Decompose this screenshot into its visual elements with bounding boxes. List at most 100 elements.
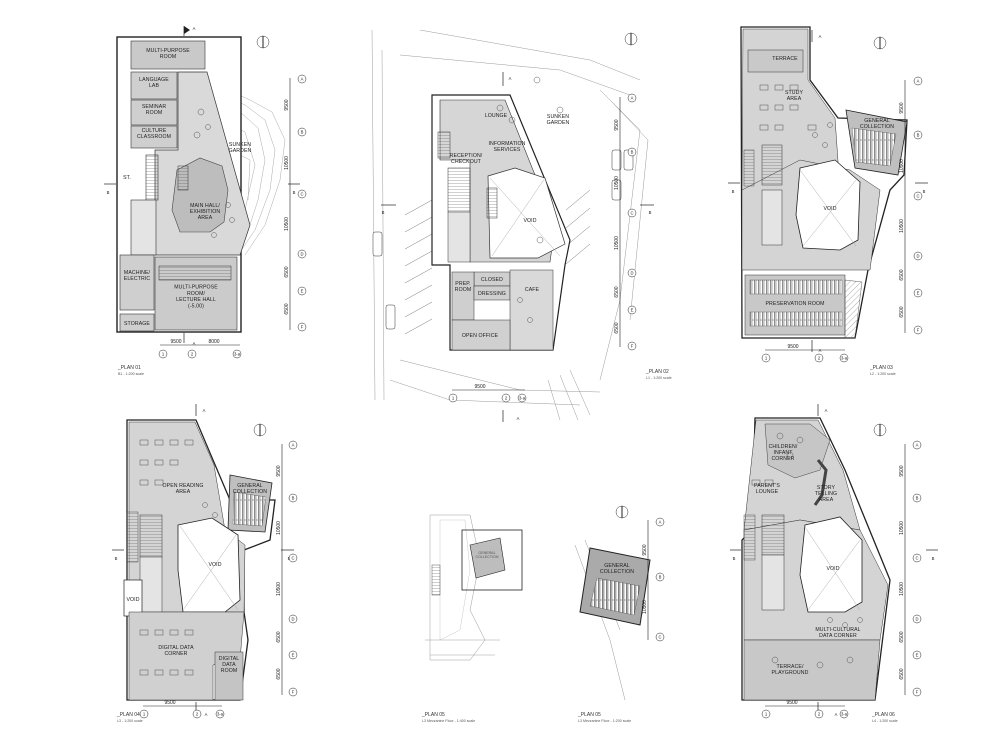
svg-text:3-a: 3-a [217,712,224,717]
section-marks: A A B B [381,72,654,422]
void-cross [179,525,239,611]
svg-text:E: E [631,308,634,313]
svg-text:C: C [300,192,303,197]
svg-text:B: B [923,189,926,194]
svg-text:A: A [509,76,512,81]
svg-text:10500: 10500 [614,236,620,250]
room-cafe [509,269,554,351]
svg-text:B: B [301,130,304,135]
north-arrow-icon [253,423,267,437]
toilets [447,211,471,263]
svg-text:C: C [916,194,919,199]
preservation-shelves [749,279,843,295]
svg-text:9500: 9500 [614,119,620,130]
svg-text:B: B [732,189,735,194]
svg-text:6500: 6500 [284,266,290,277]
grid-axis-vertical: A B C D E F 9500 10500 10500 6500 6500 [614,93,637,351]
svg-text:10500: 10500 [899,159,905,173]
void-cross [799,169,857,247]
general-collection [469,537,506,579]
tree-symbols [193,108,235,238]
section-marks: A A B B [112,404,294,717]
car-icon [611,179,622,201]
label-void-left: VOID [126,597,139,603]
preservation-shelves [749,311,843,327]
svg-text:A: A [916,443,919,448]
label-storage: STORAGE [124,321,150,327]
svg-text:A: A [819,34,822,39]
svg-text:2: 2 [818,356,821,361]
svg-text:A: A [517,416,520,421]
svg-text:D: D [916,254,919,259]
label-st: ST. [123,175,131,181]
plan-title: _PLAN 02 [645,369,669,375]
label-terrace: TERRACE/PLAYGROUND [772,664,809,676]
stair-side [743,514,756,561]
grid-axis-vertical: A B C D E F 9500 10500 10500 6500 6500 [276,440,298,697]
svg-text:10500: 10500 [899,521,905,535]
north-arrow-icon [624,32,638,46]
svg-text:2: 2 [196,712,199,717]
stair-void [486,187,498,219]
grid-axis-horizontal: 9500 1 2 3-a [761,344,849,363]
svg-text:6500: 6500 [614,286,620,297]
svg-text:B: B [292,496,295,501]
svg-text:9500: 9500 [474,384,485,390]
svg-text:A: A [301,77,304,82]
lecture-seating [158,265,232,281]
floor-outline [439,519,471,641]
grid-axis-horizontal: 9500 1 2 3-a [139,700,225,719]
svg-text:A: A [205,712,208,717]
svg-text:A: A [835,712,838,717]
void [487,167,566,259]
children-corner [764,423,831,479]
toilets [139,556,163,613]
svg-text:9500: 9500 [642,544,648,555]
plan-scale: L3 Mezzanine Floor - 1:200 scale [578,719,631,723]
svg-text:B: B [382,210,385,215]
svg-text:6500: 6500 [276,631,282,642]
grid-axis-vertical: A B C D E F 9500 10500 10500 6500 6500 [899,76,923,335]
label-void: VOID [523,218,536,224]
svg-text:D: D [300,252,303,257]
void [799,516,863,613]
plan-title: _PLAN 01 [117,365,141,371]
room-machine [119,254,155,311]
svg-text:A: A [193,341,196,346]
room-open-office [451,319,511,351]
label-dressing: DRESSING [478,291,506,297]
stair-core [145,154,159,201]
stair-core [761,514,785,556]
svg-text:6500: 6500 [284,303,290,314]
svg-text:E: E [917,291,920,296]
north-arrow-icon [873,423,887,437]
svg-text:6500: 6500 [276,668,282,679]
svg-text:F: F [917,328,920,333]
svg-text:9500: 9500 [787,344,798,350]
stair-core [431,564,441,596]
label-preservation: PRESERVATION ROOM [765,301,824,307]
svg-text:A: A [825,408,828,413]
svg-text:10500: 10500 [284,217,290,231]
label-machine: MACHINE/ELECTRIC [124,270,151,282]
grid-axis-horizontal: 9500 1 2 3-a [761,700,849,719]
svg-text:A: A [203,408,206,413]
collection-shelves [851,127,897,167]
plan-scale: L3 Mezzanine Floor - 1:400 scale [422,719,475,723]
plan-title: _PLAN 03 [869,365,893,371]
svg-text:10500: 10500 [642,600,648,614]
label-terrace: TERRACE [772,56,798,62]
stair-side [743,149,755,187]
svg-text:B: B [293,190,296,195]
stair-side [126,511,139,563]
svg-text:2: 2 [505,396,508,401]
